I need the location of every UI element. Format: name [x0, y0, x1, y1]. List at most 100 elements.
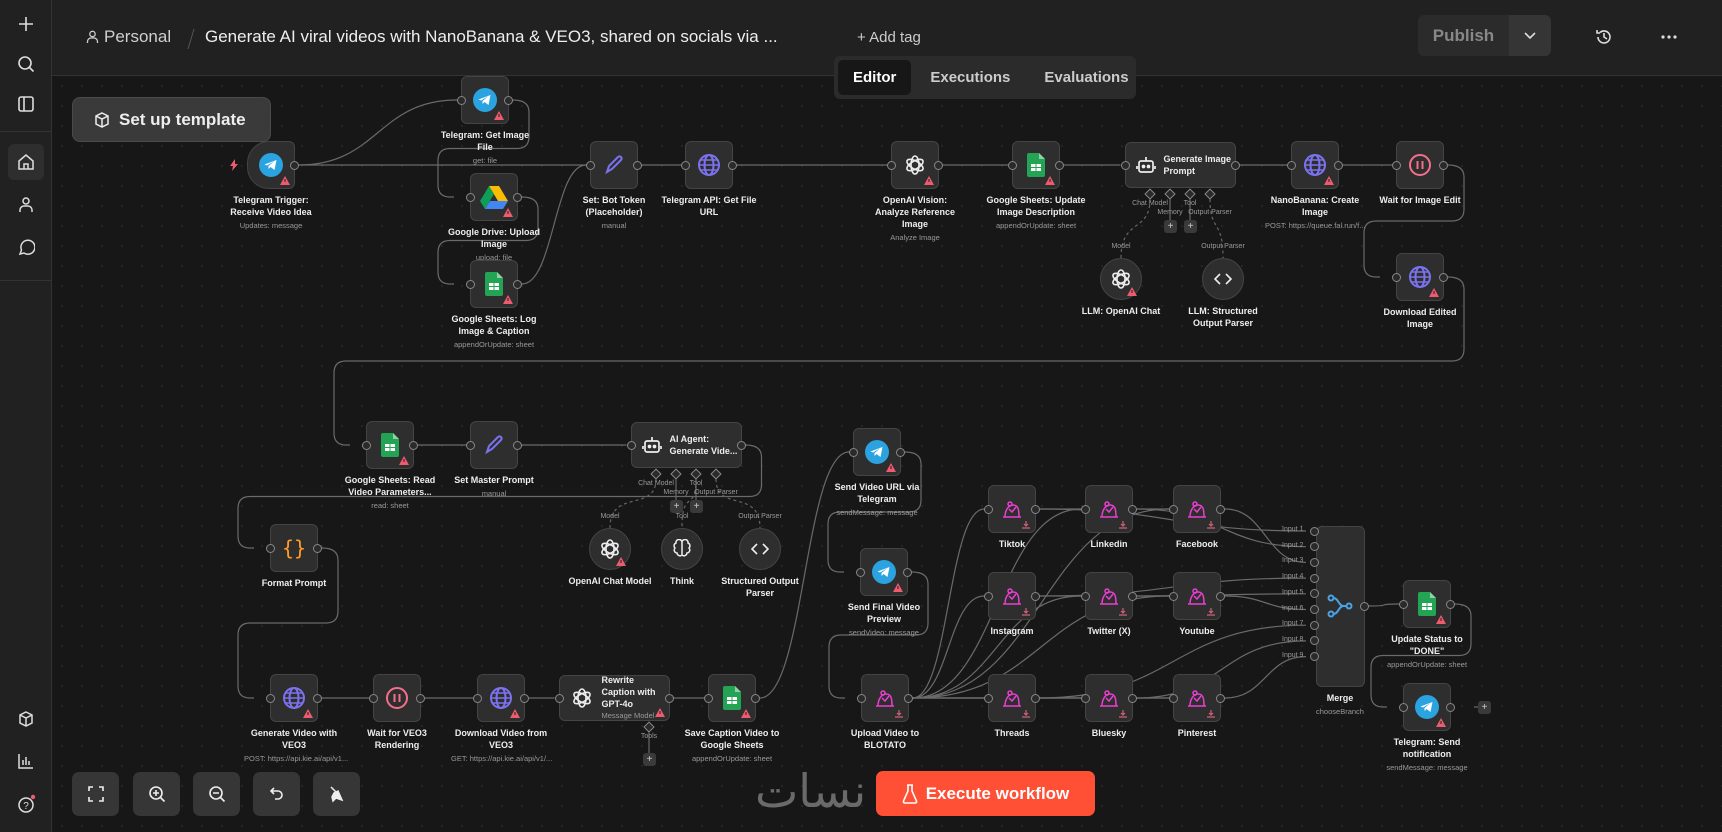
node-savecap[interactable] — [704, 674, 760, 722]
input-port[interactable] — [266, 543, 275, 553]
publish-dropdown-button[interactable] — [1509, 15, 1551, 56]
node-llmchat[interactable] — [1100, 258, 1142, 300]
output-port[interactable] — [1359, 601, 1369, 611]
input-port[interactable] — [1399, 599, 1408, 609]
add-tag-button[interactable]: + Add tag — [857, 29, 921, 46]
output-port[interactable] — [1439, 272, 1448, 282]
merge-input-port[interactable] — [1310, 526, 1319, 536]
output-port[interactable] — [896, 447, 905, 457]
node-trigger[interactable] — [247, 141, 299, 189]
node-threads[interactable] — [984, 674, 1040, 722]
input-port[interactable] — [1081, 504, 1090, 514]
input-port[interactable] — [887, 160, 896, 170]
input-port[interactable] — [1287, 160, 1296, 170]
node-parser[interactable] — [739, 528, 781, 570]
fit-view-button[interactable] — [72, 772, 119, 816]
input-port[interactable] — [1392, 272, 1401, 282]
plus-icon[interactable] — [8, 6, 44, 42]
output-port[interactable] — [1216, 591, 1225, 601]
output-port[interactable] — [1230, 160, 1240, 170]
output-port[interactable] — [1446, 702, 1455, 712]
node-merge[interactable] — [1315, 525, 1369, 687]
node-sendurl[interactable] — [849, 428, 905, 476]
input-port[interactable] — [857, 693, 866, 703]
input-port[interactable] — [473, 693, 482, 703]
output-port[interactable] — [504, 95, 513, 105]
merge-input-port[interactable] — [1310, 573, 1319, 583]
node-linkedin[interactable] — [1081, 485, 1137, 533]
node-bluesky[interactable] — [1081, 674, 1137, 722]
output-port[interactable] — [728, 160, 737, 170]
output-port[interactable] — [1128, 504, 1137, 514]
chat-icon[interactable] — [8, 229, 44, 265]
input-port[interactable] — [681, 160, 690, 170]
add-sub-node-button[interactable]: + — [690, 500, 703, 513]
node-gdrive[interactable] — [466, 173, 522, 221]
merge-input-port[interactable] — [1310, 652, 1319, 662]
zoom-in-button[interactable] — [133, 772, 180, 816]
output-port[interactable] — [1334, 160, 1343, 170]
node-update[interactable] — [1399, 580, 1455, 628]
node-dlimg[interactable] — [1392, 253, 1448, 301]
input-port[interactable] — [1081, 693, 1090, 703]
add-sub-node-button[interactable]: + — [1184, 220, 1197, 233]
merge-input-port[interactable] — [1310, 557, 1319, 567]
node-facebook[interactable] — [1169, 485, 1225, 533]
output-port[interactable] — [903, 567, 912, 577]
merge-input-port[interactable] — [1310, 589, 1319, 599]
output-port[interactable] — [1031, 591, 1040, 601]
output-port[interactable] — [1031, 693, 1040, 703]
output-port[interactable] — [1128, 591, 1137, 601]
search-icon[interactable] — [8, 46, 44, 82]
input-port[interactable] — [1008, 160, 1017, 170]
output-port[interactable] — [1055, 160, 1064, 170]
merge-input-port[interactable] — [1310, 636, 1319, 646]
tab-executions[interactable]: Executions — [930, 69, 1011, 86]
input-port[interactable] — [466, 440, 475, 450]
output-port[interactable] — [904, 693, 913, 703]
add-sub-node-button[interactable]: + — [643, 753, 656, 766]
merge-input-port[interactable] — [1310, 542, 1319, 552]
output-port[interactable] — [633, 160, 642, 170]
tab-evaluations[interactable]: Evaluations — [1044, 69, 1129, 86]
input-port[interactable] — [704, 693, 713, 703]
input-port[interactable] — [554, 693, 564, 703]
node-think[interactable] — [661, 528, 703, 570]
output-port[interactable] — [313, 693, 322, 703]
node-preview[interactable] — [856, 548, 912, 596]
node-genprompt[interactable]: Generate Image Prompt — [1120, 142, 1240, 188]
node-gsread[interactable] — [362, 421, 418, 469]
input-port[interactable] — [1169, 693, 1178, 703]
node-twitter[interactable] — [1081, 572, 1137, 620]
input-port[interactable] — [626, 440, 636, 450]
add-node-button[interactable]: + — [1478, 701, 1491, 714]
templates-icon[interactable] — [8, 701, 44, 737]
input-port[interactable] — [1081, 591, 1090, 601]
node-format[interactable]: {} — [266, 524, 322, 572]
home-icon[interactable] — [8, 144, 44, 180]
panel-toggle-icon[interactable] — [8, 86, 44, 122]
zoom-out-button[interactable] — [193, 772, 240, 816]
output-port[interactable] — [313, 543, 322, 553]
node-vision[interactable] — [887, 141, 943, 189]
node-nano[interactable] — [1287, 141, 1343, 189]
node-pinterest[interactable] — [1169, 674, 1225, 722]
more-options-icon[interactable] — [1656, 24, 1682, 50]
merge-input-port[interactable] — [1310, 620, 1319, 630]
node-waitimg[interactable] — [1392, 141, 1448, 189]
input-port[interactable] — [586, 160, 595, 170]
input-port[interactable] — [1169, 591, 1178, 601]
set-up-template-button[interactable]: Set up template — [72, 97, 271, 142]
output-port[interactable] — [1439, 160, 1448, 170]
input-port[interactable] — [466, 192, 475, 202]
output-port[interactable] — [290, 160, 299, 170]
output-port[interactable] — [416, 693, 425, 703]
node-notify[interactable] — [1399, 683, 1455, 731]
output-port[interactable] — [1031, 504, 1040, 514]
node-dlveo[interactable] — [473, 674, 529, 722]
tab-editor[interactable]: Editor — [838, 60, 912, 95]
output-port[interactable] — [520, 693, 529, 703]
input-port[interactable] — [856, 567, 865, 577]
merge-input-port[interactable] — [1310, 605, 1319, 614]
